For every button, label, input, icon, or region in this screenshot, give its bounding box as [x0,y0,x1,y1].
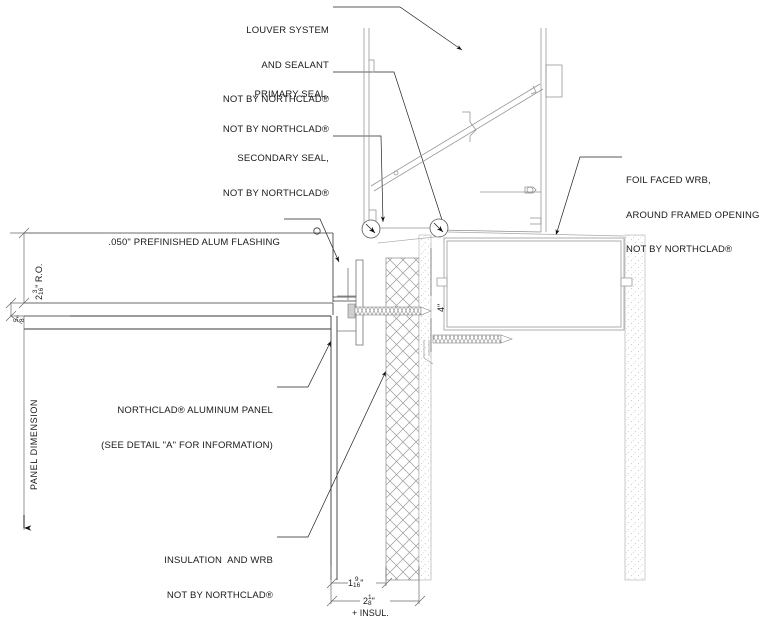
callout-line: NOT BY NORTHCLAD® [626,244,733,255]
callout-insulation-wrb: INSULATION AND WRB NOT BY NORTHCLAD® [113,532,273,624]
sealant-beads [361,218,449,239]
dimension-total-depth-whole: 2 [363,596,369,607]
louver-system-geometry [363,28,563,233]
bottom-dimension-lines [326,566,426,607]
callout-line: NOT BY NORTHCLAD® [222,94,329,105]
callout-line: INSULATION AND WRB [164,555,273,566]
dimension-total-depth-suffix: " [371,596,375,607]
callout-line: AND SEALANT [261,59,329,71]
callout-line: NOT BY NORTHCLAD® [166,589,273,601]
callout-line: NOT BY NORTHCLAD® [222,123,329,135]
callout-line: .050" PREFINISHED ALUM FLASHING [108,237,280,248]
fastener-upper [347,303,432,319]
dimension-panel-depth-suffix: " [360,578,364,589]
callout-line: (SEE DETAIL "A" FOR INFORMATION) [101,439,273,451]
callout-alum-flashing: .050" PREFINISHED ALUM FLASHING [60,214,280,272]
dimension-five-eighths-suffix: " [15,315,26,319]
callout-line: FOIL FACED WRB, [626,175,711,186]
panel-attachment-clip [337,259,364,346]
framed-opening-tube [436,237,633,331]
callout-leader-lines [277,6,622,538]
fastener-lower [432,334,513,344]
callout-secondary-seal: SECONDARY SEAL, NOT BY NORTHCLAD® [149,130,329,222]
dimension-ro-suffix: " R.O. [34,263,45,288]
left-dimension-lines [5,227,70,530]
dimension-cavity-depth: 4" [436,303,446,312]
callout-line: PRIMARY SEAL, [254,89,329,100]
callout-line: SECONDARY SEAL, [237,153,329,164]
callout-line: NOT BY NORTHCLAD® [222,187,329,199]
callout-louver-system: LOUVER SYSTEM AND SEALANT NOT BY NORTHCL… [149,2,329,129]
wall-substrate-layers [418,234,646,581]
dimension-ro-whole: 2 [34,294,45,300]
callout-line: NORTHCLAD® ALUMINUM PANEL [117,405,273,416]
callout-line: AROUND FRAMED OPENING [626,209,760,221]
northclad-panel-geometry [24,315,338,580]
dimension-panel-dimension: PANEL DIMENSION [29,398,39,490]
callout-northclad-panel: NORTHCLAD® ALUMINUM PANEL (SEE DETAIL "A… [73,382,273,474]
insulation-hatch [385,257,420,581]
callout-primary-seal: PRIMARY SEAL, NOT BY NORTHCLAD® [149,66,329,158]
callout-line: LOUVER SYSTEM [246,25,329,36]
dimension-total-depth-note: + INSUL. [352,608,389,618]
dimension-panel-depth-whole: 1 [348,578,354,589]
callout-foil-faced-wrb: FOIL FACED WRB, AROUND FRAMED OPENING NO… [626,152,768,279]
